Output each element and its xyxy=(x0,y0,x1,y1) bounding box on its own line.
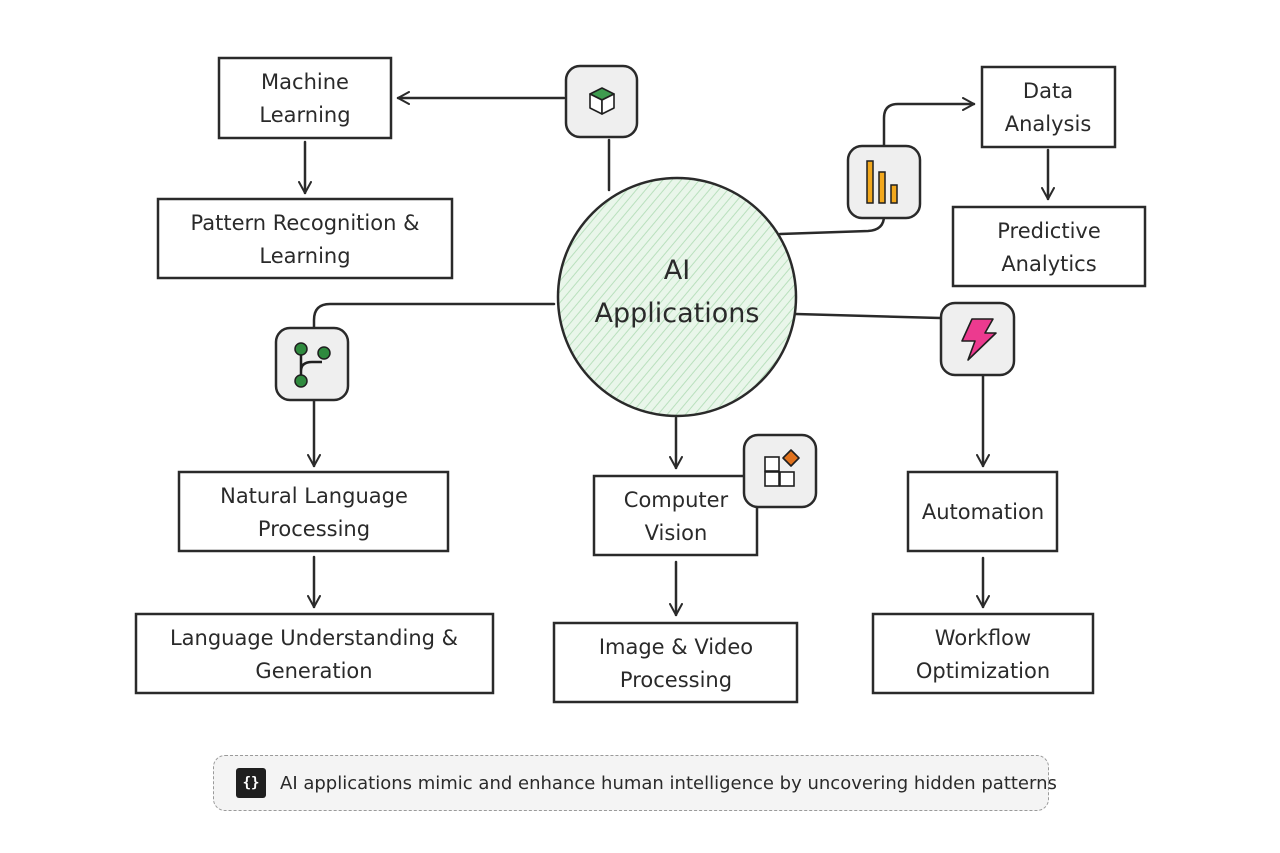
language-understanding-label-1: Language Understanding & xyxy=(170,626,458,650)
data-analysis-label-2: Analysis xyxy=(1005,112,1092,136)
language-understanding-label-2: Generation xyxy=(255,659,372,683)
grid-diamond-icon xyxy=(742,433,818,509)
nlp-label-2: Processing xyxy=(258,517,370,541)
bar-chart-icon xyxy=(846,144,922,220)
git-branch-icon xyxy=(274,326,350,402)
workflow-label-2: Optimization xyxy=(916,659,1050,683)
predictive-analytics-box xyxy=(951,205,1147,288)
caption-text: AI applications mimic and enhance human … xyxy=(280,772,1057,794)
workflow-box xyxy=(871,612,1095,695)
computer-vision-label-2: Vision xyxy=(645,521,708,545)
cube-icon xyxy=(564,64,639,139)
automation-box xyxy=(906,470,1059,553)
center-node: AI Applications xyxy=(556,176,798,418)
connectors xyxy=(298,91,1055,617)
arrow-to-data-analysis xyxy=(882,97,976,148)
machine-learning-box xyxy=(217,56,393,140)
nlp-box xyxy=(177,470,450,553)
image-video-box xyxy=(552,621,799,704)
machine-learning-label-2: Learning xyxy=(259,103,350,127)
center-title-line1: AI xyxy=(664,255,690,286)
language-understanding-box xyxy=(134,612,495,695)
predictive-analytics-label-2: Analytics xyxy=(1001,252,1096,276)
data-analysis-box xyxy=(980,65,1117,149)
image-video-label-1: Image & Video xyxy=(599,635,753,659)
image-video-label-2: Processing xyxy=(620,668,732,692)
pattern-recognition-box xyxy=(156,197,454,280)
predictive-analytics-label-1: Predictive xyxy=(997,219,1101,243)
caption-bar: {} AI applications mimic and enhance hum… xyxy=(213,755,1057,811)
nlp-label-1: Natural Language xyxy=(220,484,408,508)
connector-center-nlp-icon xyxy=(312,302,556,330)
computer-vision-box xyxy=(592,474,759,557)
computer-vision-label-1: Computer xyxy=(624,488,729,512)
data-analysis-label-1: Data xyxy=(1023,79,1073,103)
machine-learning-label-1: Machine xyxy=(261,70,349,94)
center-title-line2: Applications xyxy=(595,298,760,329)
automation-label: Automation xyxy=(922,500,1044,524)
lightning-icon xyxy=(939,301,1016,377)
pattern-recognition-label-1: Pattern Recognition & xyxy=(191,211,420,235)
connector-center-automation-icon xyxy=(794,312,942,320)
workflow-label-1: Workflow xyxy=(935,626,1031,650)
pattern-recognition-label-2: Learning xyxy=(259,244,350,268)
code-braces-icon: {} xyxy=(236,768,266,798)
